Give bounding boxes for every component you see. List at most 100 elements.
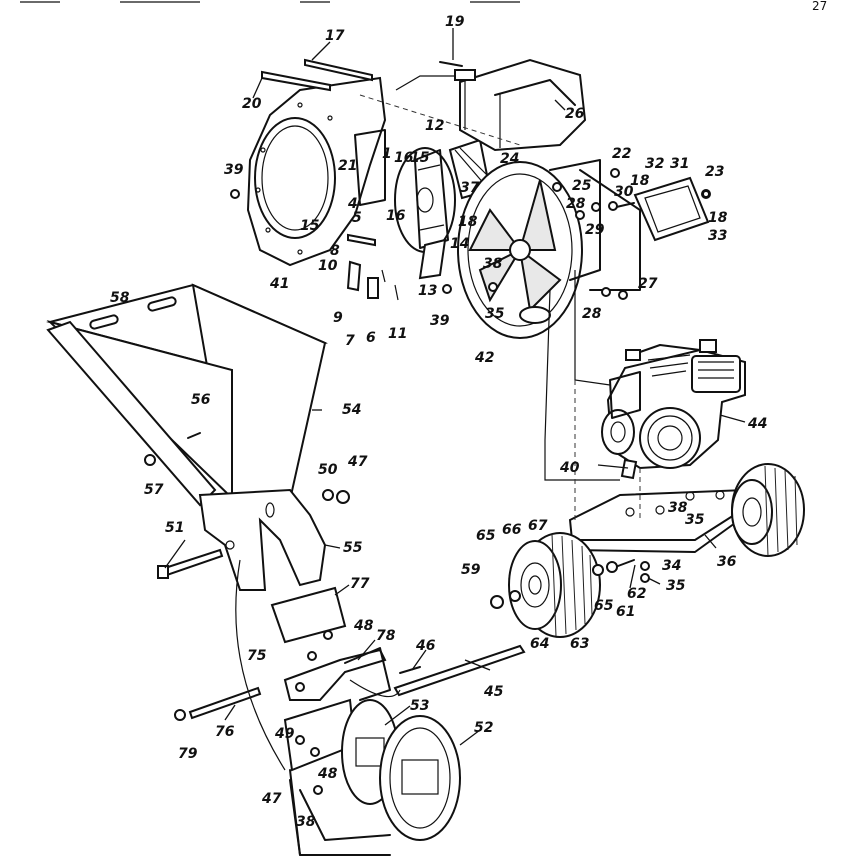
callout-5: 5 — [352, 210, 362, 226]
callout-47-lower: 47 — [261, 791, 282, 807]
callout-15-upper: 15 — [410, 150, 430, 166]
axle-rod — [393, 644, 526, 697]
callout-21: 21 — [338, 158, 357, 174]
long-bolt — [157, 548, 224, 579]
assembly-guide-lines — [235, 75, 641, 771]
callout-42: 42 — [474, 350, 494, 366]
callout-49: 49 — [274, 726, 295, 742]
callout-65-lower: 65 — [594, 598, 614, 614]
rotor-housing-left — [246, 76, 387, 267]
hopper — [46, 283, 328, 507]
callout-17: 17 — [325, 28, 345, 44]
leader-lines — [164, 28, 746, 746]
callout-66: 66 — [502, 522, 522, 538]
callout-35-lower: 35 — [666, 578, 686, 594]
callout-7: 7 — [345, 333, 355, 349]
callout-1: 1 — [382, 146, 392, 162]
callout-38-frame: 38 — [668, 500, 688, 516]
callout-32: 32 — [645, 156, 664, 172]
callout-79: 79 — [178, 746, 198, 762]
callout-67: 67 — [528, 518, 548, 534]
lower-feed-chute — [283, 698, 461, 856]
callout-9: 9 — [333, 310, 343, 326]
callout-78: 78 — [376, 628, 396, 644]
callout-16-lower: 16 — [386, 208, 406, 224]
callout-6: 6 — [366, 330, 376, 346]
callout-44: 44 — [747, 416, 767, 432]
callout-25: 25 — [572, 178, 592, 194]
callout-4: 4 — [347, 196, 358, 212]
callout-39-lower: 39 — [430, 313, 450, 329]
callout-22: 22 — [612, 146, 631, 162]
callout-51: 51 — [165, 520, 184, 536]
callout-75: 75 — [247, 648, 267, 664]
tube — [174, 686, 262, 721]
callout-28-lower: 28 — [582, 306, 602, 322]
page-number: 27 — [812, 0, 827, 13]
discharge-chute — [439, 58, 587, 152]
callout-39-left: 39 — [224, 162, 244, 178]
callout-34: 34 — [662, 558, 681, 574]
callout-37: 37 — [460, 180, 480, 196]
hopper-stand-bracket — [270, 586, 391, 701]
callout-19: 19 — [445, 14, 465, 30]
callout-35-frame: 35 — [685, 512, 705, 528]
callout-28-upper: 28 — [566, 196, 586, 212]
callout-57: 57 — [144, 482, 164, 498]
lower-chute — [198, 488, 327, 591]
callout-8: 8 — [330, 243, 340, 259]
callout-13: 13 — [418, 283, 437, 299]
callout-31: 31 — [670, 156, 689, 172]
callout-15-lower: 15 — [300, 218, 320, 234]
callout-62: 62 — [627, 586, 646, 602]
callout-11: 11 — [388, 326, 407, 342]
callout-18-center: 18 — [458, 214, 478, 230]
callout-48-lower: 48 — [317, 766, 338, 782]
callout-54: 54 — [342, 402, 361, 418]
callout-29: 29 — [585, 222, 605, 238]
wheel-assembly — [490, 532, 650, 638]
callout-labels: 17 20 19 26 12 24 22 32 31 23 18 30 18 3… — [110, 14, 767, 830]
callout-77: 77 — [350, 576, 370, 592]
callout-20: 20 — [242, 96, 262, 112]
callout-33: 33 — [708, 228, 727, 244]
callout-18-upper: 18 — [630, 173, 650, 189]
callout-45: 45 — [483, 684, 504, 700]
callout-26: 26 — [565, 106, 585, 122]
deflector-guard — [608, 176, 711, 242]
callout-56: 56 — [191, 392, 211, 408]
callout-41: 41 — [269, 276, 289, 292]
callout-61: 61 — [616, 604, 635, 620]
rotor-housing-right — [457, 159, 641, 339]
cutter-disc — [394, 138, 492, 253]
callout-76: 76 — [215, 724, 235, 740]
callout-36: 36 — [717, 554, 737, 570]
callout-53: 53 — [410, 698, 429, 714]
callout-23: 23 — [705, 164, 724, 180]
callout-16-upper: 16 — [394, 150, 414, 166]
callout-40: 40 — [559, 460, 580, 476]
callout-10: 10 — [318, 258, 338, 274]
hardware-fasteners — [230, 58, 710, 674]
callout-59: 59 — [461, 562, 481, 578]
callout-46: 46 — [415, 638, 436, 654]
callout-18-right: 18 — [708, 210, 728, 226]
callout-65-upper: 65 — [476, 528, 496, 544]
callout-47-upper: 47 — [347, 454, 368, 470]
callout-27: 27 — [638, 276, 658, 292]
callout-38-upper: 38 — [483, 256, 503, 272]
callout-14: 14 — [450, 236, 469, 252]
callout-12: 12 — [425, 118, 444, 134]
callout-55: 55 — [343, 540, 363, 556]
callout-48-upper: 48 — [353, 618, 374, 634]
callout-50: 50 — [318, 462, 338, 478]
engine — [601, 339, 746, 470]
callout-24: 24 — [500, 151, 519, 167]
callout-30: 30 — [614, 184, 634, 200]
callout-35-upper: 35 — [485, 306, 505, 322]
callout-58: 58 — [110, 290, 130, 306]
callout-64: 64 — [530, 636, 549, 652]
callout-63: 63 — [570, 636, 589, 652]
callout-38-lower: 38 — [296, 814, 316, 830]
